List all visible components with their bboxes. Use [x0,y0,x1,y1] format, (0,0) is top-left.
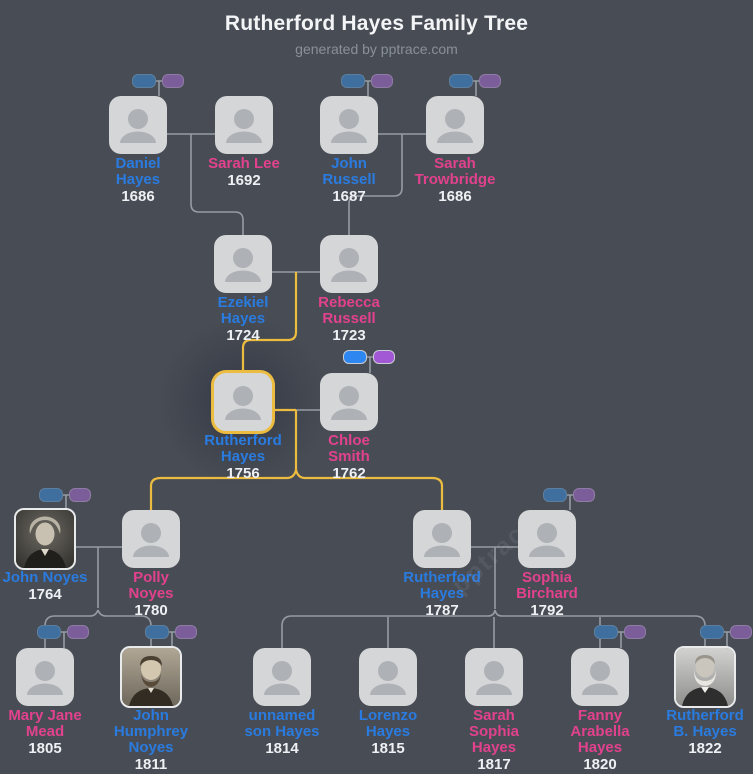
highlighted-lineage-path [149,272,444,510]
parent-chips-sarah-trowbridge [449,74,503,88]
parent-chips-rutherford-b-hayes [700,625,753,639]
person-silhouette-icon [133,523,169,557]
person-card-sarah-sophia-hayes[interactable] [465,648,523,706]
parent-chips-fanny-arabella-hayes [594,625,648,639]
person-card-rutherford-hayes-1756[interactable] [214,373,272,431]
person-silhouette-icon [476,661,512,695]
father-chip[interactable] [700,625,724,639]
father-chip[interactable] [449,74,473,88]
mother-chip[interactable] [371,74,393,88]
mother-chip[interactable] [573,488,595,502]
person-silhouette-icon [529,523,565,557]
parent-chips-daniel-hayes [132,74,186,88]
person-card-unnamed-son-hayes[interactable] [253,648,311,706]
person-card-chloe-smith[interactable] [320,373,378,431]
person-silhouette-icon [424,523,460,557]
parent-chips-chloe-smith [343,350,397,364]
mother-chip[interactable] [67,625,89,639]
mother-chip[interactable] [373,350,395,364]
parent-chips-john-humphrey-noyes [145,625,199,639]
portrait-john-noyes [16,510,74,568]
parent-chips-john-russell [341,74,395,88]
person-silhouette-icon [27,661,63,695]
father-chip[interactable] [145,625,169,639]
person-silhouette-icon [437,109,473,143]
mother-chip[interactable] [730,625,752,639]
person-silhouette-icon [225,386,261,420]
person-photo-john-humphrey-noyes[interactable] [120,646,182,708]
mother-chip[interactable] [69,488,91,502]
person-silhouette-icon [264,661,300,695]
person-silhouette-icon [226,109,262,143]
parent-chips-john-noyes [39,488,93,502]
person-card-daniel-hayes[interactable] [109,96,167,154]
father-chip[interactable] [341,74,365,88]
mother-chip[interactable] [479,74,501,88]
person-card-sarah-trowbridge[interactable] [426,96,484,154]
father-chip[interactable] [594,625,618,639]
father-chip[interactable] [39,488,63,502]
portrait-john-humphrey-noyes [122,648,180,706]
person-photo-john-noyes[interactable] [14,508,76,570]
page-subtitle: generated by pptrace.com [295,41,458,57]
father-chip[interactable] [543,488,567,502]
person-card-ezekiel-hayes[interactable] [214,235,272,293]
person-silhouette-icon [331,386,367,420]
father-chip[interactable] [343,350,367,364]
person-silhouette-icon [370,661,406,695]
person-card-lorenzo-hayes[interactable] [359,648,417,706]
father-chip[interactable] [37,625,61,639]
person-card-mary-jane-mead[interactable] [16,648,74,706]
mother-chip[interactable] [624,625,646,639]
portrait-rutherford-b-hayes [676,648,734,706]
person-silhouette-icon [582,661,618,695]
person-card-sophia-birchard[interactable] [518,510,576,568]
parent-chips-sophia-birchard [543,488,597,502]
parent-chips-mary-jane-mead [37,625,91,639]
person-card-rebecca-russell[interactable] [320,235,378,293]
person-card-sarah-lee[interactable] [215,96,273,154]
person-silhouette-icon [331,109,367,143]
mother-chip[interactable] [175,625,197,639]
person-photo-rutherford-b-hayes[interactable] [674,646,736,708]
page-title: Rutherford Hayes Family Tree [224,12,529,35]
father-chip[interactable] [132,74,156,88]
person-silhouette-icon [225,248,261,282]
person-card-polly-noyes[interactable] [122,510,180,568]
person-silhouette-icon [120,109,156,143]
person-card-rutherford-hayes-1787[interactable] [413,510,471,568]
person-card-fanny-arabella-hayes[interactable] [571,648,629,706]
person-card-john-russell[interactable] [320,96,378,154]
mother-chip[interactable] [162,74,184,88]
person-silhouette-icon [331,248,367,282]
